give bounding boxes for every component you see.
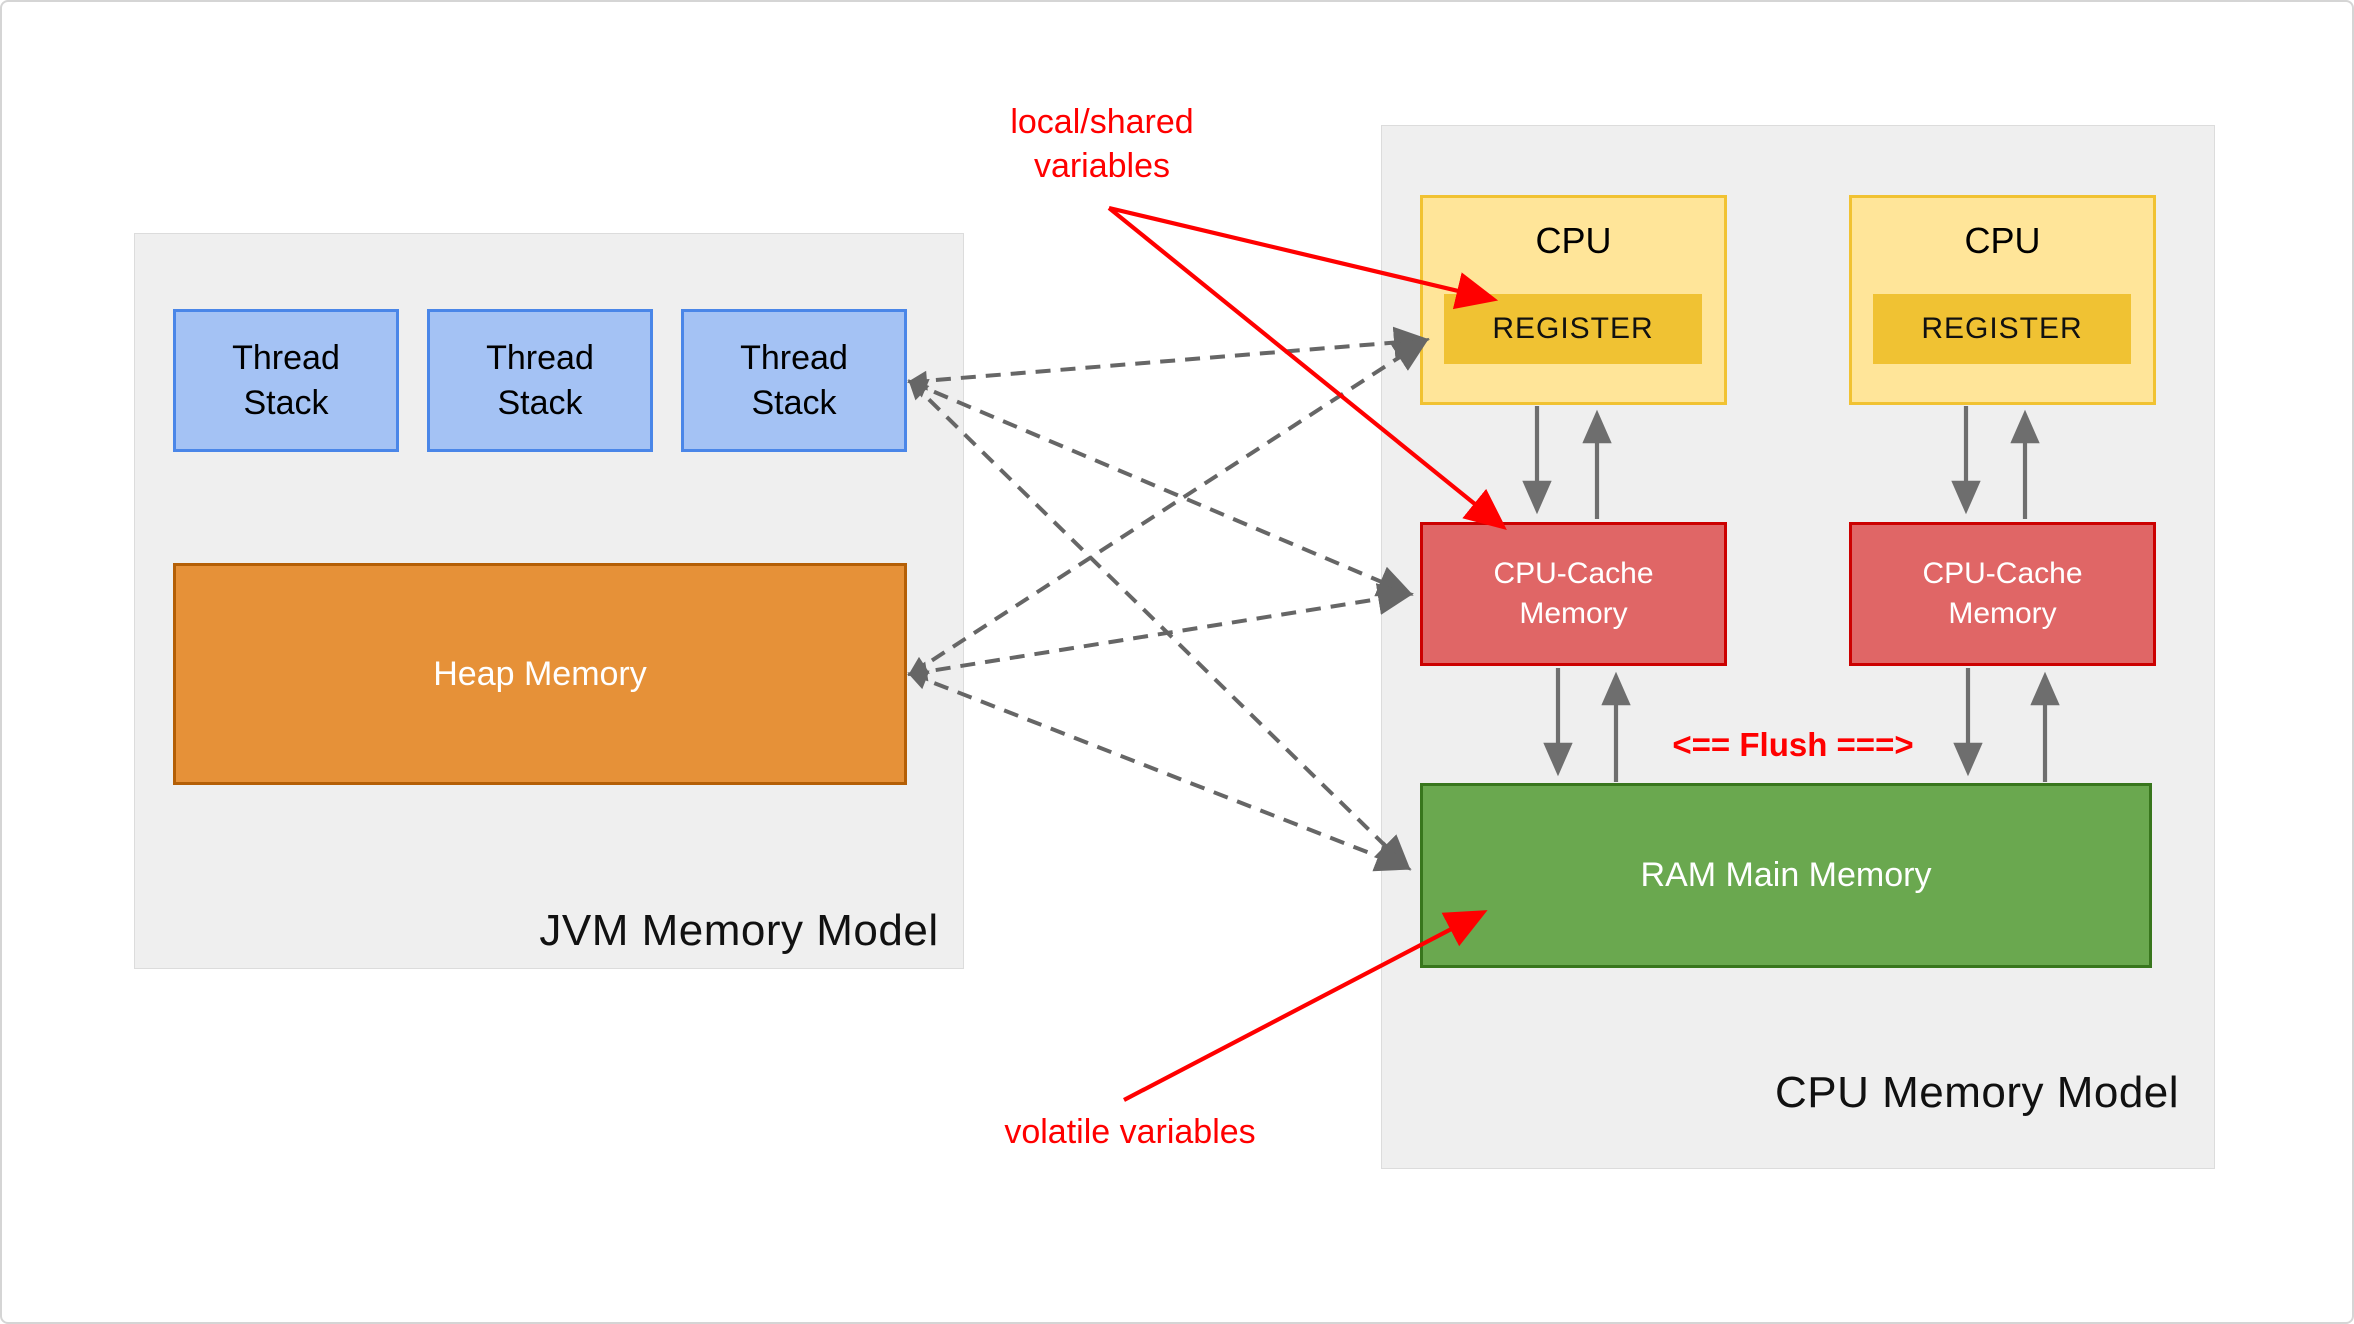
cpu-label: CPU — [1964, 220, 2041, 261]
cpu-cache-box-2: CPU-Cache Memory — [1849, 522, 2156, 666]
volatile-variables-annotation: volatile variables — [1004, 1113, 1256, 1151]
dashed-arrow-heap-to-cache — [907, 583, 1414, 682]
thread-stack-label: Thread Stack — [740, 339, 848, 422]
cpu-cache-label: CPU-Cache Memory — [1493, 556, 1654, 631]
local-shared-line2: variables — [1033, 147, 1171, 186]
thread-stack-label: Thread Stack — [232, 339, 340, 422]
jvm-panel-title: JVM Memory Model — [539, 906, 939, 955]
flush-annotation: <== Flush ===> — [1672, 726, 1914, 763]
dashed-arrow-heap-to-register — [907, 337, 1430, 677]
cpu-box-1: CPU REGISTER — [1420, 195, 1727, 405]
ram-main-memory-box: RAM Main Memory — [1420, 783, 2152, 968]
cpu-cache-label: CPU-Cache Memory — [1922, 556, 2083, 631]
dashed-arrow-threadstack-to-ram — [908, 379, 1411, 871]
register-box-1: REGISTER — [1444, 294, 1702, 364]
dashed-arrow-threadstack-to-cache — [907, 379, 1414, 597]
cpu-panel-title: CPU Memory Model — [1774, 1068, 2180, 1117]
heap-memory-label: Heap Memory — [433, 654, 647, 693]
register-box-2: REGISTER — [1873, 294, 2131, 364]
cpu-label: CPU — [1535, 220, 1612, 261]
thread-stack-box-1: Thread Stack — [173, 309, 399, 452]
cpu-box-2: CPU REGISTER — [1849, 195, 2156, 405]
dashed-arrow-threadstack-to-register — [907, 326, 1430, 391]
register-label: REGISTER — [1921, 312, 2083, 345]
heap-memory-box: Heap Memory — [173, 563, 907, 785]
register-label: REGISTER — [1492, 312, 1654, 345]
thread-stack-label: Thread Stack — [486, 339, 594, 422]
thread-stack-box-2: Thread Stack — [427, 309, 653, 452]
cpu-cache-box-1: CPU-Cache Memory — [1420, 522, 1727, 666]
dashed-arrow-heap-to-ram — [907, 670, 1412, 872]
ram-main-memory-label: RAM Main Memory — [1640, 856, 1932, 894]
local-shared-variables-annotation: local/shared variables — [1010, 100, 1193, 188]
thread-stack-box-3: Thread Stack — [681, 309, 907, 452]
local-shared-line1: local/shared — [1010, 103, 1194, 141]
